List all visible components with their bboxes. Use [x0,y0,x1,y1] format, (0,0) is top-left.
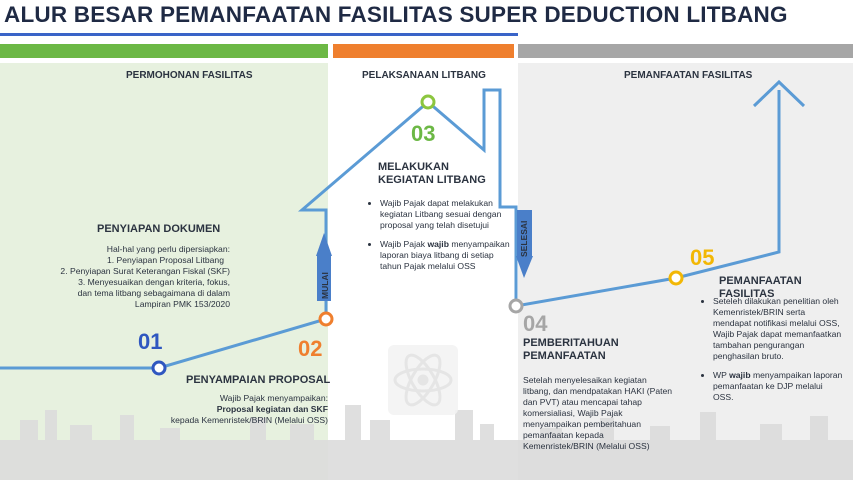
step-03-number: 03 [411,121,436,146]
step-02-dot [318,311,334,327]
step-05-number: 05 [690,245,715,270]
doc-item-3c: Lampiran PMK 153/2020 [134,299,230,309]
doc-list: Hal-hal yang perlu dipersiapkan: 1. Peny… [10,244,230,310]
doc-item-2: 2. Penyiapan Surat Keterangan Fiskal (SK… [60,266,230,276]
doc-intro: Hal-hal yang perlu dipersiapkan: [106,244,230,254]
doc-heading: PENYIAPAN DOKUMEN [97,223,221,235]
title-underline [0,33,518,36]
step-01-dot [151,360,167,376]
selesai-label: SELESAI [519,220,529,257]
phase-bar-pemanfaatan [518,44,853,58]
phase-label-pelaksanaan: PELAKSANAAN LITBANG [362,70,486,81]
mulai-arrow-icon [316,233,332,256]
doc-item-1: 1. Penyiapan Proposal Litbang [106,255,224,265]
step-04-number: 04 [523,311,548,336]
page-title: ALUR BESAR PEMANFAATAN FASILITAS SUPER D… [4,2,788,27]
step-05-dot [668,270,684,286]
phase-bar-pelaksanaan [333,44,514,58]
city-skyline [0,405,853,480]
atom-watermark-icon [388,345,458,415]
mulai-label: MULAI [320,272,330,299]
step-04-dot [508,298,524,314]
step-04-heading-1: PEMBERITAHUAN [523,337,619,349]
step-03-dot [420,94,436,110]
panel-pemanfaatan [518,63,853,480]
step-03-bullet-2: Wajib Pajak wajib menyampaikan laporan b… [380,239,512,272]
step-02-number: 02 [298,336,323,361]
step-05-list: Seteleh dilakukan penelitian oleh Kemenr… [701,296,843,411]
step-05-bullet-2: WP wajib menyampaikan laporan pemanfaata… [713,370,843,403]
phase-label-pemanfaatan: PEMANFAATAN FASILITAS [624,70,753,81]
step-05-bullet-1: Seteleh dilakukan penelitian oleh Kemenr… [713,296,843,362]
step-01-number: 01 [138,329,163,354]
doc-item-3a: 3. Menyesuaikan dengan kriteria, fokus, [78,277,230,287]
step-03-bullet-1: Wajib Pajak dapat melakukan kegiatan Lit… [380,198,512,231]
step-02-text: Wajib Pajak menyampaikan: Proposal kegia… [148,393,328,426]
step-04-heading: PEMBERITAHUAN PEMANFAATAN [523,337,619,363]
step-05-heading: PEMANFAATAN FASILITAS [719,275,802,300]
step-03-heading-1: MELAKUKAN [378,161,449,173]
step-02-heading: PENYAMPAIAN PROPOSAL [186,374,331,386]
selesai-arrow-icon [516,256,533,278]
phase-label-permohonan: PERMOHONAN FASILITAS [126,70,253,81]
step-02-intro: Wajib Pajak menyampaikan: [219,393,328,403]
doc-item-3b: dan tema litbang sebagaimana di dalam [77,288,230,298]
step-03-list: Wajib Pajak dapat melakukan kegiatan Lit… [368,198,512,280]
arrow-up-icon [752,79,806,108]
step-03-heading-2: KEGIATAN LITBANG [378,174,486,186]
step-02-tail: kepada Kemenristek/BRIN (Melalui OSS) [170,415,328,425]
phase-bar-permohonan [0,44,328,58]
step-02-bold: Proposal kegiatan dan SKF [216,404,328,414]
step-04-heading-2: PEMANFAATAN [523,350,606,362]
step-03-heading: MELAKUKAN KEGIATAN LITBANG [378,161,486,187]
step-04-body: Setelah menyelesaikan kegiatan litbang, … [523,375,673,451]
